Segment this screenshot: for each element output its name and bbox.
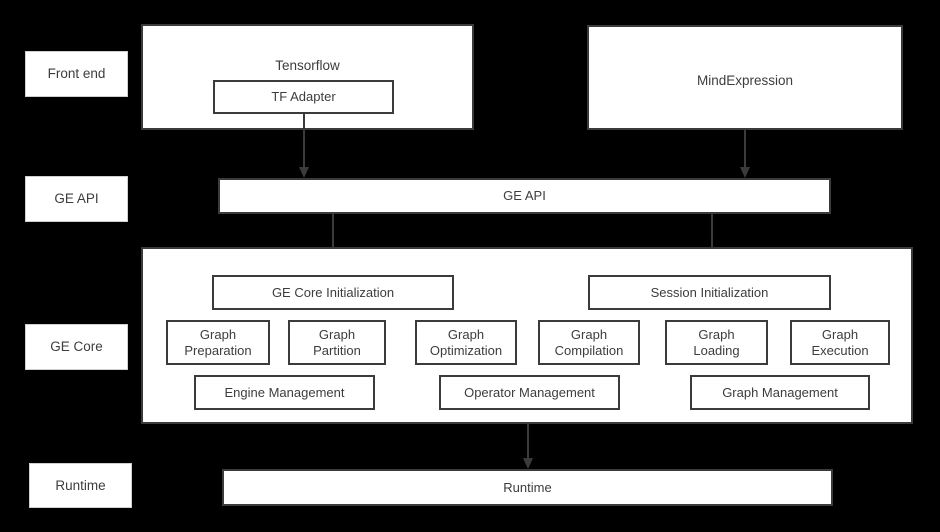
graph-management-box: Graph Management xyxy=(690,375,870,410)
lane-label-front-end: Front end xyxy=(25,51,128,97)
engine-management-label: Engine Management xyxy=(224,384,345,400)
graph-optimization-label: Graph Optimization xyxy=(429,327,503,358)
graph-execution-label: Graph Execution xyxy=(811,327,869,358)
graph-compilation-box: Graph Compilation xyxy=(538,320,640,365)
tensorflow-container: Tensorflow xyxy=(141,24,474,130)
graph-partition-box: Graph Partition xyxy=(288,320,386,365)
mindexpression-title: MindExpression xyxy=(696,73,794,88)
lane-label-text: Front end xyxy=(47,66,106,82)
graph-partition-label: Graph Partition xyxy=(313,327,361,358)
graph-preparation-box: Graph Preparation xyxy=(166,320,270,365)
ge-api-bar: GE API xyxy=(218,178,831,214)
graph-preparation-label: Graph Preparation xyxy=(184,327,252,358)
ge-core-initialization-box: GE Core Initialization xyxy=(212,275,454,310)
engine-management-box: Engine Management xyxy=(194,375,375,410)
graph-execution-box: Graph Execution xyxy=(790,320,890,365)
graph-management-label: Graph Management xyxy=(722,384,838,400)
lane-label-text: Runtime xyxy=(55,477,106,493)
session-initialization-box: Session Initialization xyxy=(588,275,831,310)
operator-management-box: Operator Management xyxy=(439,375,620,410)
tensorflow-title: Tensorflow xyxy=(275,58,340,73)
session-initialization-label: Session Initialization xyxy=(650,284,769,300)
graph-loading-box: Graph Loading xyxy=(665,320,768,365)
mindexpression-container: MindExpression xyxy=(587,25,903,130)
tf-adapter-box: TF Adapter xyxy=(213,80,394,114)
graph-loading-label: Graph Loading xyxy=(693,327,740,358)
tf-adapter-label: TF Adapter xyxy=(271,89,336,105)
ge-api-label: GE API xyxy=(503,188,546,204)
runtime-label: Runtime xyxy=(503,479,552,495)
graph-compilation-label: Graph Compilation xyxy=(554,327,624,358)
graph-optimization-box: Graph Optimization xyxy=(415,320,517,365)
lane-label-text: GE Core xyxy=(50,339,103,355)
runtime-bar: Runtime xyxy=(222,469,833,506)
lane-label-runtime: Runtime xyxy=(29,463,132,508)
lane-label-ge-core: GE Core xyxy=(25,324,128,370)
ge-core-initialization-label: GE Core Initialization xyxy=(271,284,395,300)
lane-label-text: GE API xyxy=(54,191,99,207)
operator-management-label: Operator Management xyxy=(464,384,595,400)
lane-label-ge-api: GE API xyxy=(25,176,128,222)
